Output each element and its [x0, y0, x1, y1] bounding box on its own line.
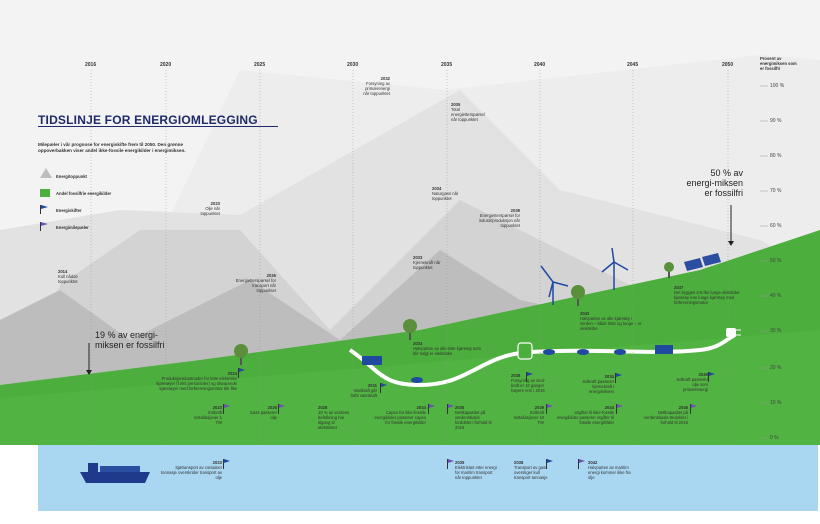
year-label: 2045 [627, 62, 639, 68]
tree-icon [571, 285, 585, 306]
tree-icon [234, 344, 248, 365]
year-label: 2030 [347, 62, 359, 68]
car-icon [411, 377, 423, 383]
percent-tick: 0 % [770, 435, 779, 441]
blue-flag-icon [223, 368, 715, 469]
purple-flag-icon [223, 404, 697, 469]
intro-text: Milepæler i vår prognose for energiskift… [38, 142, 186, 153]
wind-turbine-icon [540, 265, 569, 305]
percent-tick: 60 % [770, 223, 782, 229]
sea [38, 445, 818, 511]
year-label: 2050 [722, 62, 734, 68]
green-square-icon [40, 189, 50, 197]
callout-2016: 19 % av energi-miksen er fossilfri [95, 330, 165, 350]
triangle-icon [40, 168, 52, 178]
blue-flag-icon [40, 205, 48, 214]
percent-tick: 20 % [770, 365, 782, 371]
legend-label: Energitoppunkt [56, 174, 87, 179]
car-icon [577, 349, 589, 355]
year-label: 2035 [441, 62, 453, 68]
ship-icon [80, 463, 150, 483]
year-label: 2016 [85, 62, 97, 68]
year-label: 2040 [534, 62, 546, 68]
percent-tick: 90 % [770, 118, 782, 124]
purple-flag-icon [40, 222, 48, 231]
percent-tick: 10 % [770, 400, 782, 406]
legend-label: Energiskifter [56, 208, 82, 213]
plug-icon [726, 328, 741, 337]
percent-tick: 50 % [770, 258, 782, 264]
truck-icon [655, 345, 673, 354]
year-label: 2020 [160, 62, 172, 68]
bus-icon [362, 356, 382, 365]
legend-label: Andel fossilfrie energikilder [56, 191, 112, 196]
legend-label: Energimilepæler [56, 225, 89, 230]
page-title: TIDSLINJE FOR ENERGIOMLEGGING [38, 113, 258, 127]
wind-turbine-icon [601, 247, 629, 290]
percent-tick: 40 % [770, 293, 782, 299]
callout-2050: 50 % av energi-miksen er fossilfri [686, 168, 743, 198]
percent-tick: 80 % [770, 153, 782, 159]
car-icon [543, 349, 555, 355]
year-label: 2025 [254, 62, 266, 68]
battery-icon [517, 342, 533, 360]
percent-tick: 30 % [770, 328, 782, 334]
tree-icon [664, 262, 674, 278]
percent-tick: 70 % [770, 188, 782, 194]
car-icon [614, 349, 626, 355]
axis-title: Prosent av energimiksen som er fossilfri [760, 56, 797, 71]
solar-panel-icon [684, 253, 721, 271]
tree-icon [403, 319, 417, 340]
percent-tick: 100 % [770, 83, 785, 89]
